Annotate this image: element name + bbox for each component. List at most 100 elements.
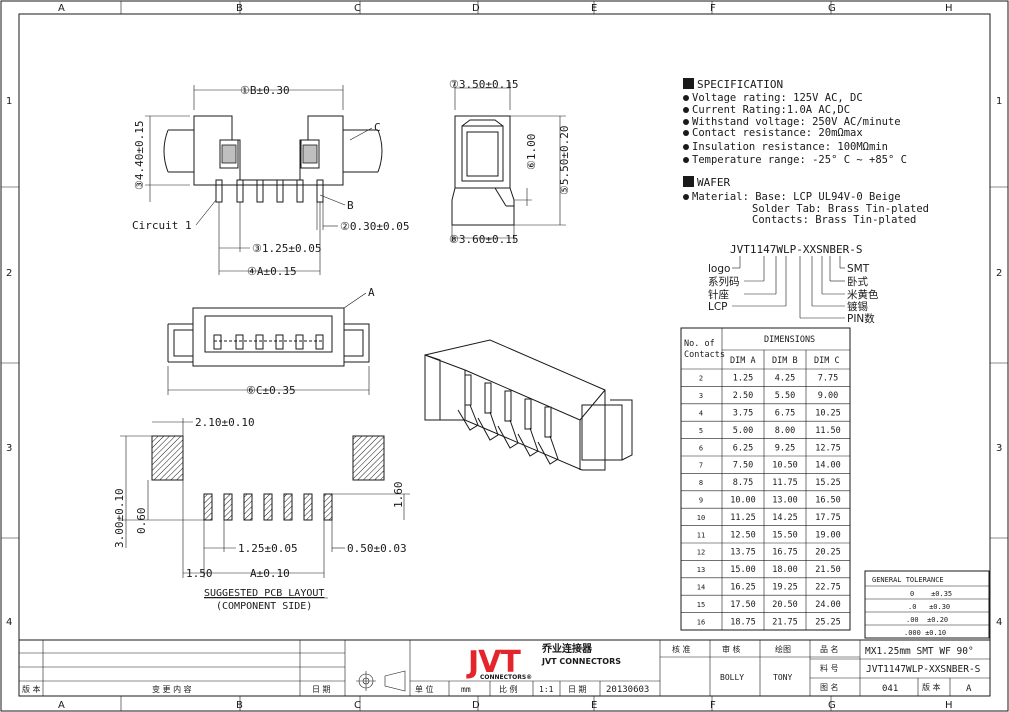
dim-a-label: ④A±0.15 xyxy=(247,265,297,278)
dim-table-contacts: 8 xyxy=(699,479,703,487)
tolerance-row: .0 ±0.30 xyxy=(908,603,950,611)
spec-item: Current Rating:1.0A AC,DC xyxy=(692,104,850,116)
dim-table-cell: 14.25 xyxy=(772,513,798,523)
dim-table-cell: 17.75 xyxy=(815,513,841,523)
svg-text:1: 1 xyxy=(996,96,1002,107)
dim-table-cell: 8.00 xyxy=(775,426,795,436)
dim-table-contacts: 15 xyxy=(697,601,705,609)
part-code-breakdown: JVT1147WLP-XXSNBER-S logo 系列码 针座 LCP SMT… xyxy=(708,243,879,325)
dim-table-cell: 6.75 xyxy=(775,409,795,419)
part-label: 料 号 xyxy=(820,663,839,673)
dim-table-contacts: 11 xyxy=(697,531,705,539)
pcb-caption: SUGGESTED PCB LAYOUT xyxy=(204,588,324,599)
svg-text:D: D xyxy=(472,3,480,14)
dim-table-cell: 13.00 xyxy=(772,496,798,506)
dim-table-cell: 8.75 xyxy=(733,478,753,488)
dim-table-contacts: 2 xyxy=(699,375,703,383)
dim-030-label: ②0.30±0.05 xyxy=(340,220,409,233)
svg-text:F: F xyxy=(710,700,716,711)
spec-title: SPECIFICATION xyxy=(697,78,783,91)
product-name-label: 品 名 xyxy=(820,644,839,654)
dim-table-cell: 19.25 xyxy=(772,583,798,593)
dim-table-cell: 11.50 xyxy=(815,426,841,436)
draw-label: 绘图 xyxy=(775,644,791,654)
label-c: C xyxy=(374,121,381,134)
dim-table-cell: 3.75 xyxy=(733,409,753,419)
svg-text:A: A xyxy=(58,3,65,14)
scale-value: 1:1 xyxy=(539,685,554,694)
circuit-1-label: Circuit 1 xyxy=(132,219,192,232)
code-part-label: 卧式 xyxy=(847,275,868,288)
bottom-view: A ⑥C±0.35 xyxy=(167,286,375,397)
dim-table-cell: 10.25 xyxy=(815,409,841,419)
tolerance-row: 0 ±0.35 xyxy=(910,590,952,598)
pcb-dim-160: 1.60 xyxy=(392,482,405,509)
dim-100-label: ⑥1.00 xyxy=(525,134,538,170)
dim-table-cell: 5.50 xyxy=(775,391,795,401)
tolerance-title: GENERAL TOLERANCE xyxy=(872,576,944,584)
no-of-contacts-label-2: Contacts xyxy=(684,350,725,360)
drawing-label: 图 名 xyxy=(820,682,839,692)
date-label-2: 日 期 xyxy=(568,685,587,694)
pcb-caption-2: (COMPONENT SIDE) xyxy=(216,601,312,612)
dim-table-cell: 17.50 xyxy=(730,600,756,610)
dim-table-cell: 16.50 xyxy=(815,496,841,506)
pcb-dim-300: 3.00±0.10 xyxy=(113,488,126,548)
dim-table-contacts: 4 xyxy=(699,410,703,418)
dim-table-cell: 6.25 xyxy=(733,443,753,453)
svg-text:B: B xyxy=(236,3,243,14)
dim-table-cell: 18.00 xyxy=(772,565,798,575)
dim-table-cell: 10.00 xyxy=(730,496,756,506)
material-line: Material: Base: LCP UL94V-0 Beige xyxy=(692,191,901,203)
dim-table-cell: 12.75 xyxy=(815,443,841,453)
column-labels: AA BB CC DD EE FF GG HH xyxy=(58,3,953,711)
dim-125-label: ③1.25±0.05 xyxy=(252,242,321,255)
drawing-value: 041 xyxy=(882,684,898,694)
svg-text:G: G xyxy=(828,3,836,14)
pcb-dim-210: 2.10±0.10 xyxy=(195,416,255,429)
svg-text:C: C xyxy=(354,3,361,14)
dim-table-cell: 21.75 xyxy=(772,617,798,627)
dim-44-label: ③4.40±0.15 xyxy=(133,121,146,190)
svg-text:H: H xyxy=(945,3,953,14)
code-part-label: LCP xyxy=(708,301,728,313)
specification: SPECIFICATION Voltage rating: 125V AC, D… xyxy=(683,78,929,226)
dim-table-contacts: 6 xyxy=(699,444,703,452)
pcb-dim-150: 1.50 xyxy=(186,567,213,580)
dimensions-header: DIMENSIONS xyxy=(764,335,815,345)
dim-35-label: ⑦3.50±0.15 xyxy=(449,78,518,91)
connectors-mark: CONNECTORS® xyxy=(480,674,532,681)
code-part-label: 针座 xyxy=(708,288,729,301)
dim-table-contacts: 13 xyxy=(697,566,705,574)
dim-table-cell: 5.00 xyxy=(733,426,753,436)
version-value: A xyxy=(966,684,972,694)
dim-table-cell: 24.00 xyxy=(815,600,841,610)
dim-table-cell: 14.00 xyxy=(815,461,841,471)
pcb-dim-050: 0.50±0.03 xyxy=(347,542,407,555)
dim-table-cell: 10.50 xyxy=(772,461,798,471)
tolerance-row: .000 ±0.10 xyxy=(904,629,946,637)
date-label: 日 期 xyxy=(312,685,331,694)
dim-table-cell: 16.75 xyxy=(772,548,798,558)
dim-table-contacts: 14 xyxy=(697,584,705,592)
pcb-dim-125: 1.25±0.05 xyxy=(238,542,298,555)
spec-item: Temperature range: -25° C ~ +85° C xyxy=(692,154,907,166)
unit-label: 单 位 xyxy=(415,684,434,694)
dim-table-cell: 21.50 xyxy=(815,565,841,575)
label-b: B xyxy=(347,199,354,212)
scale-label: 比 例 xyxy=(499,684,518,694)
dim-table-cell: 1.25 xyxy=(733,374,753,384)
company-en: JVT CONNECTORS xyxy=(541,657,621,666)
dim-table-cell: 20.50 xyxy=(772,600,798,610)
dim-table-cell: 7.50 xyxy=(733,461,753,471)
svg-text:3: 3 xyxy=(6,443,12,454)
dim-c-label: ⑥C±0.35 xyxy=(246,384,296,397)
wafer-title: WAFER xyxy=(697,176,730,189)
dim-table-contacts: 9 xyxy=(699,497,703,505)
dim-table-contacts: 16 xyxy=(697,618,705,626)
svg-text:E: E xyxy=(591,3,597,14)
unit-value: mm xyxy=(461,685,471,694)
